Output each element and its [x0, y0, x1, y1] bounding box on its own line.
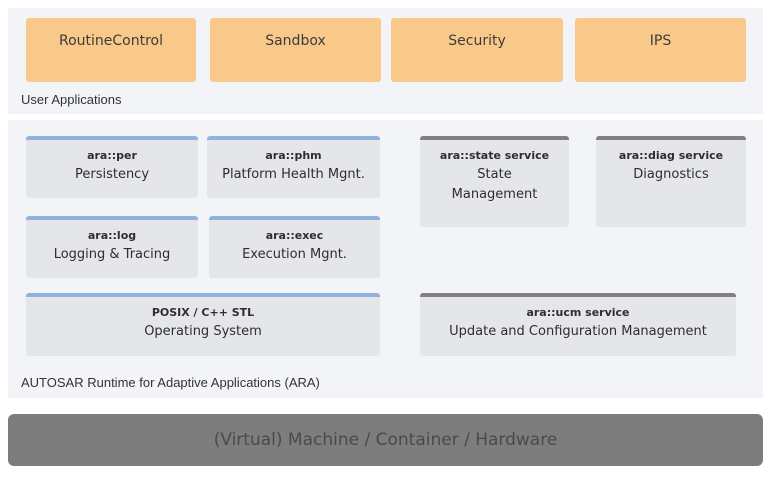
logging-code: ara::log — [87, 229, 137, 242]
platform-health-box[interactable]: ara::phm Platform Health Mgnt. — [207, 136, 380, 198]
persistency-code: ara::per — [87, 149, 137, 162]
ara-label: AUTOSAR Runtime for Adaptive Application… — [21, 375, 320, 390]
user-applications-label: User Applications — [21, 92, 122, 107]
state-management-box[interactable]: ara::state service State Management — [420, 136, 569, 227]
diagnostics-name: Diagnostics — [633, 167, 709, 182]
platform-health-name: Platform Health Mgnt. — [222, 167, 365, 182]
update-configuration-box[interactable]: ara::ucm service Update and Configuratio… — [420, 293, 736, 356]
state-management-code: ara::state service — [439, 149, 550, 162]
execution-name: Execution Mgnt. — [242, 247, 347, 262]
operating-system-code: POSIX / C++ STL — [151, 306, 255, 319]
app-security[interactable]: Security — [391, 18, 563, 82]
operating-system-name: Operating System — [144, 324, 262, 339]
diagnostics-code: ara::diag service — [618, 149, 724, 162]
logging-box[interactable]: ara::log Logging & Tracing — [26, 216, 198, 278]
execution-code: ara::exec — [265, 229, 324, 242]
logging-name: Logging & Tracing — [53, 247, 171, 262]
platform-health-code: ara::phm — [265, 149, 322, 162]
persistency-name: Persistency — [74, 167, 150, 182]
update-configuration-code: ara::ucm service — [526, 306, 630, 319]
app-routinecontrol[interactable]: RoutineControl — [26, 18, 196, 82]
user-applications-panel: RoutineControl Sandbox Security IPS User… — [8, 8, 763, 114]
ara-panel: ara::per Persistency ara::phm Platform H… — [8, 120, 763, 398]
execution-box[interactable]: ara::exec Execution Mgnt. — [209, 216, 380, 278]
diagnostics-box[interactable]: ara::diag service Diagnostics — [596, 136, 746, 227]
state-management-name: State Management — [451, 167, 538, 202]
app-sandbox[interactable]: Sandbox — [210, 18, 381, 82]
app-ips[interactable]: IPS — [575, 18, 746, 82]
persistency-box[interactable]: ara::per Persistency — [26, 136, 198, 198]
update-configuration-name: Update and Configuration Management — [449, 324, 707, 339]
hardware-layer[interactable]: (Virtual) Machine / Container / Hardware — [8, 414, 763, 466]
operating-system-box[interactable]: POSIX / C++ STL Operating System — [26, 293, 380, 356]
